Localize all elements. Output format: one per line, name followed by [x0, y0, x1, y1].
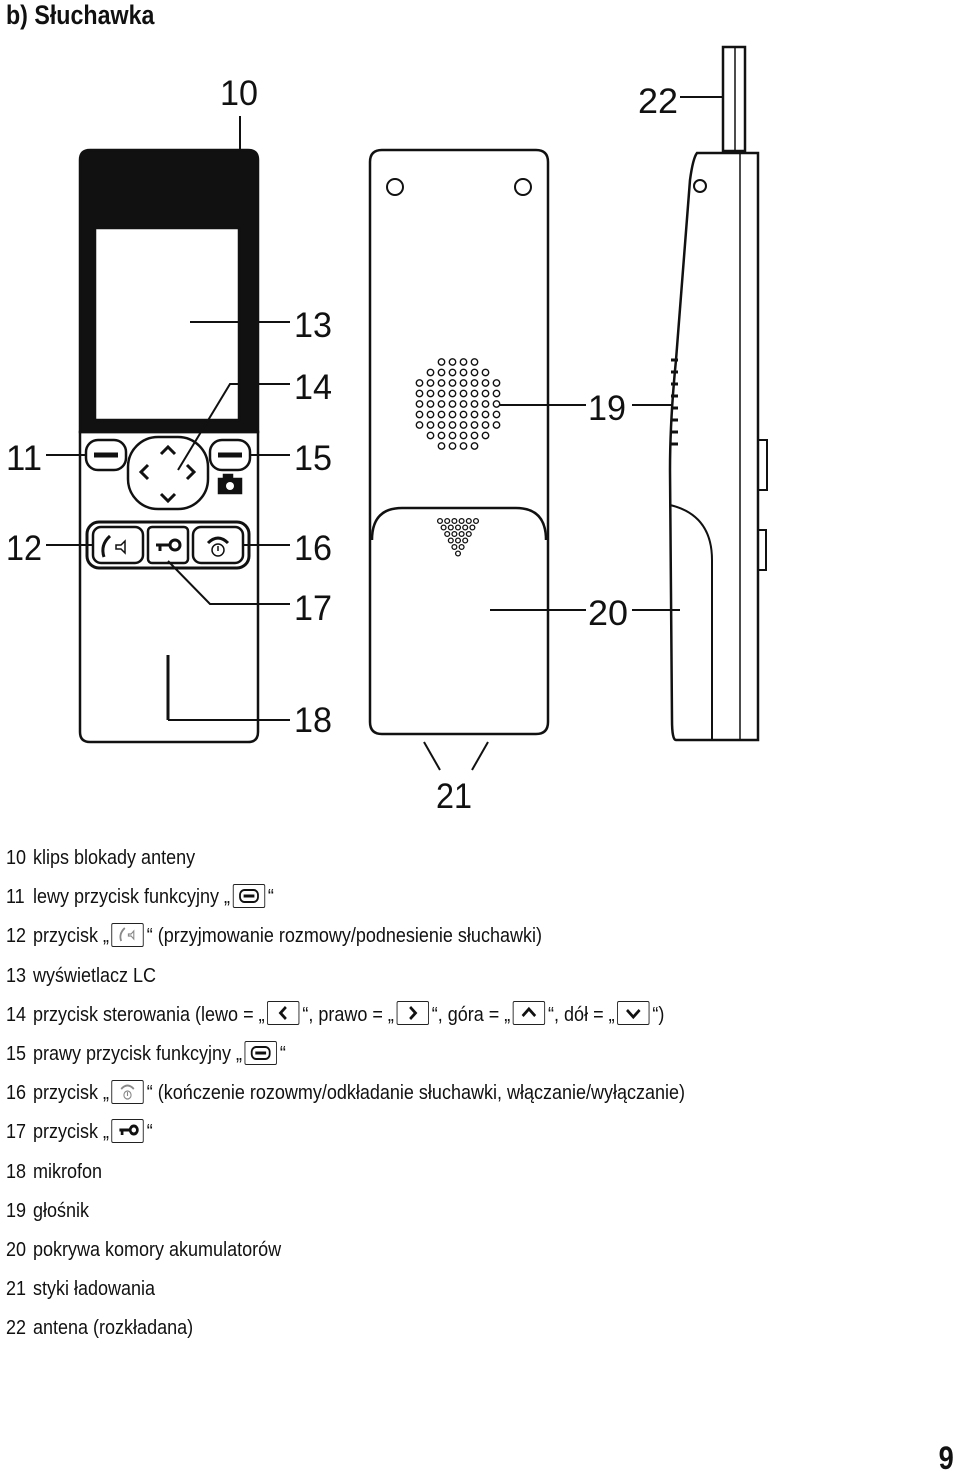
- arrow-left-icon: [267, 1001, 300, 1026]
- arrow-down-icon: [159, 492, 177, 504]
- speaker-grille: [415, 358, 501, 450]
- handset-side-view: [668, 45, 768, 742]
- end-call-power-icon: [111, 1079, 145, 1104]
- softkey-icon: [244, 1040, 278, 1065]
- key-button[interactable]: [146, 525, 190, 565]
- navigation-key[interactable]: [126, 435, 210, 511]
- camera-icon: [217, 473, 243, 495]
- callout-16: 16: [294, 529, 332, 568]
- callout-20: 20: [588, 594, 628, 633]
- softkey-icon: [232, 883, 266, 908]
- callout-15: 15: [294, 439, 332, 478]
- page-number: 9: [938, 1440, 954, 1476]
- handset-diagram: 10 11 12 13 14 15 16 17 18 19 20 21 22: [6, 45, 768, 816]
- antenna: [721, 45, 747, 153]
- key-icon: [111, 1119, 145, 1144]
- arrow-left-icon: [138, 463, 150, 481]
- callout-13: 13: [294, 306, 332, 345]
- callout-19: 19: [588, 389, 626, 428]
- callout-12: 12: [6, 529, 42, 568]
- battery-cover: [370, 506, 548, 541]
- callout-17: 17: [294, 589, 332, 628]
- arrow-up-icon: [159, 444, 177, 456]
- arrow-down-icon: [617, 1001, 650, 1026]
- section-heading: b) Słuchawka: [6, 0, 155, 30]
- lc-display: [93, 226, 241, 422]
- callout-14: 14: [294, 368, 332, 407]
- arrow-right-icon: [185, 463, 197, 481]
- handset-back-view: [368, 148, 550, 736]
- callout-18: 18: [294, 701, 332, 740]
- callout-11: 11: [6, 439, 42, 478]
- talk-speaker-icon: [111, 923, 145, 948]
- callout-21: 21: [436, 777, 472, 816]
- arrow-right-icon: [396, 1001, 430, 1026]
- handset-icon: [101, 534, 112, 558]
- callout-22: 22: [638, 82, 678, 121]
- callout-10: 10: [220, 74, 258, 113]
- end-button[interactable]: [191, 525, 245, 565]
- arrow-up-icon: [512, 1001, 546, 1026]
- handset-front-view: [78, 148, 260, 744]
